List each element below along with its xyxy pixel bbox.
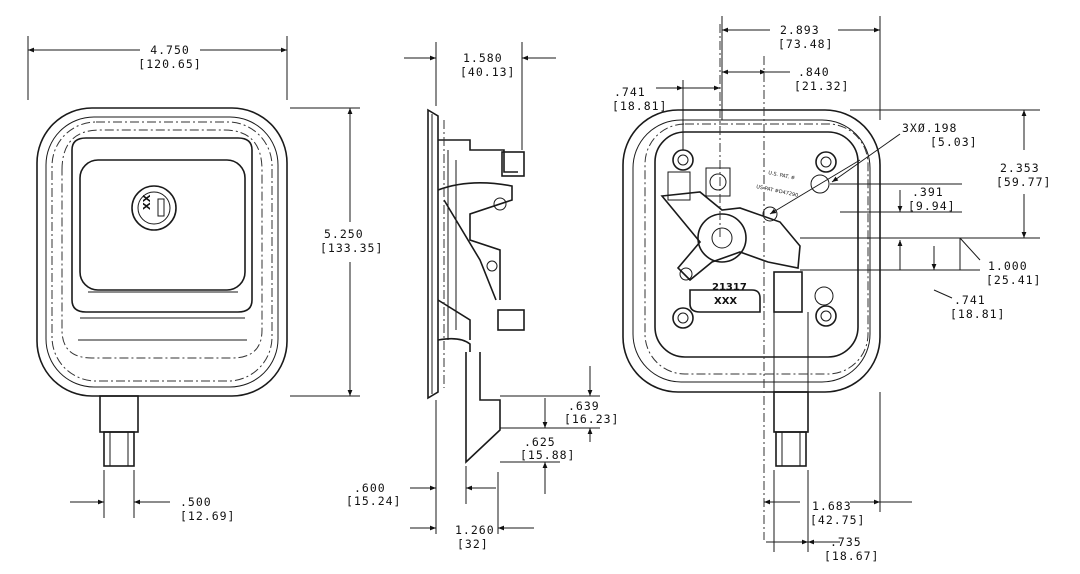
rear-shaft-width-dim: .735: [830, 535, 862, 549]
shaft-width-dim: .500: [180, 495, 212, 509]
rear-latch-block: [773, 271, 803, 313]
rear-overall-metric: [73.48]: [778, 37, 833, 51]
side-depth-dim: 1.580: [463, 51, 503, 65]
part-code: XXX: [714, 296, 737, 307]
rear-hole-spacing-metric: [59.77]: [996, 175, 1051, 189]
mounting-hole: [672, 307, 694, 329]
side-flange: [427, 108, 439, 400]
key-label: XX: [142, 194, 153, 210]
front-width-dim: 4.750: [150, 43, 190, 57]
rear-shaft-span-dim: 1.683: [812, 499, 852, 513]
rear-left-hole-metric: [18.81]: [612, 99, 667, 113]
rear-right-hole-dim: .741: [954, 293, 986, 307]
rear-lower-offset-dim: 1.000: [988, 259, 1028, 273]
rear-holes-callout: 3XØ.198: [902, 121, 957, 135]
rear-left-hole-dim: .741: [614, 85, 646, 99]
side-offset-metric: [15.24]: [346, 494, 401, 508]
rear-hole-spacing-dim: 2.353: [1000, 161, 1040, 175]
rear-shaft-span-metric: [42.75]: [810, 513, 865, 527]
patent-marking: U.S. PAT. #: [768, 170, 796, 182]
side-base-dim: 1.260: [455, 523, 495, 537]
rear-lower-offset-metric: [25.41]: [986, 273, 1041, 287]
front-shaft: [99, 395, 139, 433]
side-latch-upper: [501, 151, 525, 177]
part-number: 21317: [712, 282, 747, 293]
rear-upper-offset-metric: [9.94]: [908, 199, 956, 213]
rear-shaft: [773, 391, 809, 433]
patent-marking: US PAT #D47290: [756, 184, 799, 199]
lock-cylinder: [131, 185, 177, 231]
side-base-metric: [32]: [457, 537, 489, 551]
part-label-plate: [689, 289, 761, 313]
side-shaft: [465, 352, 501, 464]
front-pan: [71, 137, 253, 313]
side-latch-lower: [497, 309, 525, 331]
side-drop-b-dim: .625: [524, 435, 556, 449]
side-drop-b-metric: [15.88]: [520, 448, 575, 462]
side-drop-a-metric: [16.23]: [564, 412, 619, 426]
mounting-hole: [815, 151, 837, 173]
front-handle: [79, 159, 246, 291]
rear-right-hole-metric: [18.81]: [950, 307, 1005, 321]
side-drop-a-dim: .639: [568, 399, 600, 413]
rear-overall-dim: 2.893: [780, 23, 820, 37]
latch-cam: [660, 191, 801, 282]
side-depth-metric: [40.13]: [460, 65, 515, 79]
latch-hub: [697, 213, 747, 263]
front-height-metric: [133.35]: [320, 241, 383, 255]
rear-center-dim: .840: [798, 65, 830, 79]
rear-shaft-width-metric: [18.67]: [824, 549, 879, 563]
front-width-metric: [120.65]: [138, 57, 201, 71]
rear-pan: [654, 131, 859, 358]
mounting-hole: [815, 305, 837, 327]
side-offset-dim: .600: [354, 481, 386, 495]
rear-holes-metric: [5.03]: [930, 135, 978, 149]
rear-center-metric: [21.32]: [794, 79, 849, 93]
shaft-width-metric: [12.69]: [180, 509, 235, 523]
rear-upper-offset-dim: .391: [912, 185, 944, 199]
front-height-dim: 5.250: [324, 227, 364, 241]
mounting-hole: [672, 149, 694, 171]
rear-outer-flange: [622, 109, 881, 393]
front-view: XX 4.750 [120.65] 5.250 [133.35] .500 [1…: [27, 36, 383, 523]
rear-view: 21317 XXX U.S. PAT. # US PAT #D47290 2.8…: [612, 16, 1051, 563]
side-view: 1.580 [40.13] .639 [16.23] .625 [15.88] …: [346, 42, 619, 551]
front-outer-flange: [36, 107, 288, 397]
